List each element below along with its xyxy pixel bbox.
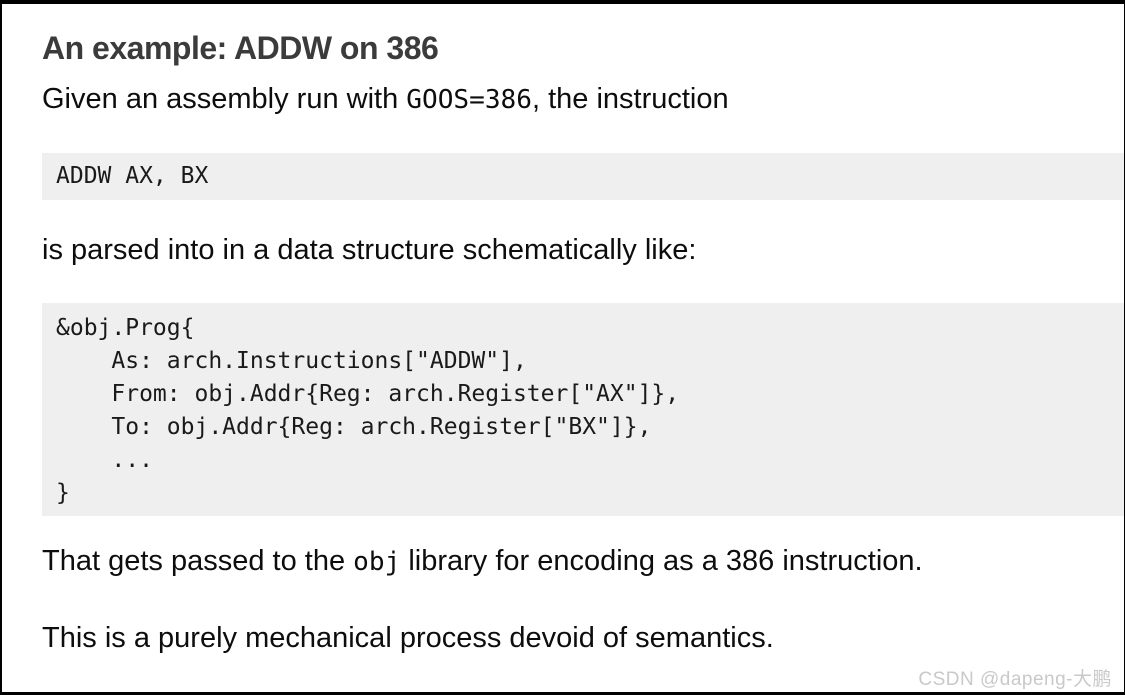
- code-block-instruction: ADDW AX, BX: [42, 153, 1124, 200]
- csdn-watermark: CSDN @dapeng-大鹏: [918, 669, 1112, 690]
- paragraph-intro: Given an assembly run with GOOS=386, the…: [42, 81, 729, 117]
- paragraph-intro-prefix: Given an assembly run with: [42, 83, 407, 115]
- code-instruction-text: ADDW AX, BX: [56, 163, 209, 189]
- paragraph-intro-suffix: , the instruction: [531, 83, 729, 115]
- inline-code-obj: obj: [353, 547, 401, 577]
- paragraph-mechanical: This is a purely mechanical process devo…: [42, 622, 774, 654]
- paragraph-passed-prefix: That gets passed to the: [42, 545, 354, 577]
- paragraph-parsed: is parsed into in a data structure schem…: [42, 234, 697, 266]
- paragraph-passed: That gets passed to the obj library for …: [42, 543, 923, 579]
- code-block-struct: &obj.Prog{ As: arch.Instructions["ADDW"]…: [42, 303, 1124, 516]
- code-struct-text: &obj.Prog{ As: arch.Instructions["ADDW"]…: [56, 315, 680, 506]
- paragraph-passed-suffix: library for encoding as a 386 instructio…: [400, 545, 923, 577]
- page-title: An example: ADDW on 386: [42, 30, 439, 67]
- inline-code-goos: GOOS=386: [406, 85, 532, 115]
